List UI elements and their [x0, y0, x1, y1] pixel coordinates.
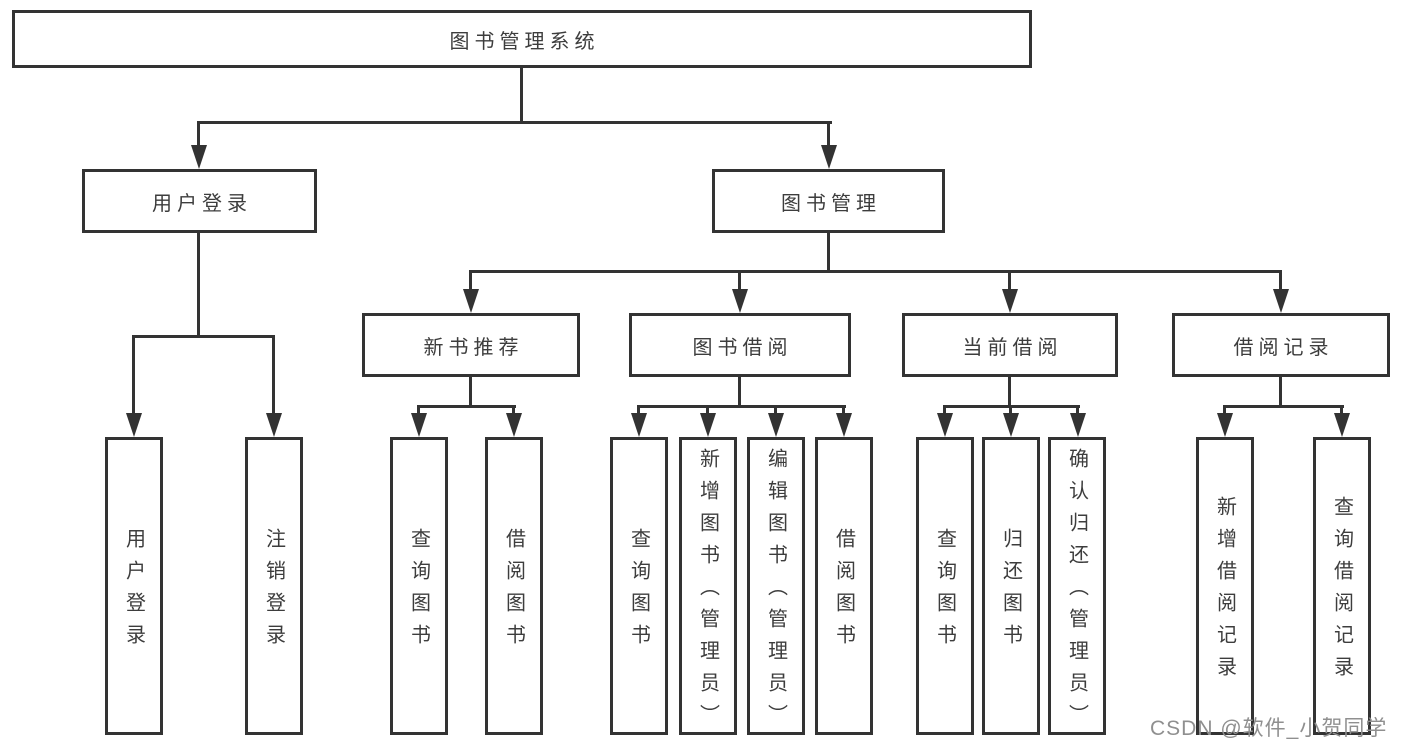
- leaf-borrowing-borrow: 借阅图书: [815, 437, 873, 735]
- leaf-current-return: 归还图书: [982, 437, 1040, 735]
- leaf-records-query-label: 查询借阅记录: [1330, 496, 1353, 688]
- connector-borrowing-stem: [738, 377, 741, 405]
- connector-line: [512, 405, 515, 415]
- node-borrow-records: 借阅记录: [1172, 313, 1390, 377]
- connector-records-stem: [1279, 377, 1282, 405]
- arrow-down-icon: [266, 413, 282, 437]
- connector-book-mgmt-branch: [469, 270, 1282, 273]
- connector-line: [1279, 270, 1282, 290]
- connector-new-books-branch: [417, 405, 516, 408]
- leaf-newbooks-query-label: 查询图书: [407, 528, 430, 656]
- node-book-mgmt-label: 图书管理: [781, 192, 881, 215]
- leaf-records-add: 新增借阅记录: [1196, 437, 1254, 735]
- arrow-down-icon: [631, 413, 647, 437]
- leaf-borrowing-add: 新增图书（管理员）: [679, 437, 737, 736]
- connector-line: [417, 405, 420, 415]
- connector-line: [469, 270, 472, 290]
- leaf-newbooks-borrow: 借阅图书: [485, 437, 543, 735]
- node-user-login-label: 用户登录: [152, 192, 252, 215]
- node-new-books-label: 新书推荐: [423, 336, 524, 359]
- arrow-down-icon: [126, 413, 142, 437]
- connector-line: [706, 405, 709, 415]
- arrow-down-icon: [411, 413, 427, 437]
- connector-line: [1008, 270, 1011, 290]
- leaf-current-return-label: 归还图书: [999, 528, 1022, 656]
- leaf-records-add-label: 新增借阅记录: [1213, 496, 1236, 688]
- connector-line: [272, 335, 275, 415]
- node-root-label: 图书管理系统: [449, 30, 600, 53]
- connector-user-login-branch: [132, 335, 275, 338]
- connector-borrowing-branch: [637, 405, 846, 408]
- node-root: 图书管理系统: [12, 10, 1032, 68]
- connector-line: [1340, 405, 1343, 415]
- connector-book-mgmt-stem: [827, 233, 830, 270]
- leaf-newbooks-borrow-label: 借阅图书: [502, 528, 525, 656]
- leaf-current-confirm-label: 确认归还（管理员）: [1065, 448, 1088, 736]
- connector-line: [774, 405, 777, 415]
- connector-line: [943, 405, 946, 415]
- leaf-current-query: 查询图书: [916, 437, 974, 735]
- arrow-down-icon: [768, 413, 784, 437]
- arrow-down-icon: [1217, 413, 1233, 437]
- arrow-down-icon: [191, 145, 207, 169]
- leaf-logout-label: 注销登录: [262, 528, 285, 656]
- leaf-borrowing-edit-label: 编辑图书（管理员）: [764, 448, 787, 736]
- connector-line: [827, 121, 830, 148]
- arrow-down-icon: [700, 413, 716, 437]
- leaf-borrowing-borrow-label: 借阅图书: [832, 528, 855, 656]
- watermark-text: CSDN @软件_小贺同学: [1150, 717, 1388, 740]
- node-current-borrow: 当前借阅: [902, 313, 1118, 377]
- leaf-user-login-label: 用户登录: [122, 528, 145, 656]
- connector-line: [738, 270, 741, 290]
- arrow-down-icon: [821, 145, 837, 169]
- leaf-borrowing-edit: 编辑图书（管理员）: [747, 437, 805, 736]
- connector-root-stem: [520, 68, 523, 121]
- connector-line: [132, 335, 135, 415]
- connector-current-stem: [1008, 377, 1011, 405]
- arrow-down-icon: [732, 289, 748, 313]
- connector-line: [1009, 405, 1012, 415]
- leaf-current-confirm: 确认归还（管理员）: [1048, 437, 1106, 736]
- leaf-borrowing-query: 查询图书: [610, 437, 668, 735]
- leaf-borrowing-query-label: 查询图书: [627, 528, 650, 656]
- connector-user-login-stem: [197, 233, 200, 335]
- arrow-down-icon: [1070, 413, 1086, 437]
- arrow-down-icon: [937, 413, 953, 437]
- connector-line: [637, 405, 640, 415]
- node-borrowing-label: 图书借阅: [692, 336, 793, 359]
- leaf-logout: 注销登录: [245, 437, 303, 735]
- arrow-down-icon: [463, 289, 479, 313]
- connector-line: [1223, 405, 1226, 415]
- connector-line: [1076, 405, 1079, 415]
- connector-line: [842, 405, 845, 415]
- arrow-down-icon: [1334, 413, 1350, 437]
- arrow-down-icon: [1002, 289, 1018, 313]
- connector-root-branch: [197, 121, 832, 124]
- node-new-books: 新书推荐: [362, 313, 580, 377]
- node-user-login: 用户登录: [82, 169, 317, 233]
- arrow-down-icon: [506, 413, 522, 437]
- leaf-newbooks-query: 查询图书: [390, 437, 448, 735]
- arrow-down-icon: [836, 413, 852, 437]
- arrow-down-icon: [1273, 289, 1289, 313]
- node-current-borrow-label: 当前借阅: [962, 336, 1063, 359]
- leaf-borrowing-add-label: 新增图书（管理员）: [696, 448, 719, 736]
- connector-line: [197, 121, 200, 148]
- connector-records-branch: [1223, 405, 1344, 408]
- connector-new-books-stem: [469, 377, 472, 405]
- node-borrow-records-label: 借阅记录: [1233, 336, 1334, 359]
- node-book-mgmt: 图书管理: [712, 169, 945, 233]
- leaf-current-query-label: 查询图书: [933, 528, 956, 656]
- leaf-records-query: 查询借阅记录: [1313, 437, 1371, 735]
- node-borrowing: 图书借阅: [629, 313, 851, 377]
- leaf-user-login: 用户登录: [105, 437, 163, 735]
- arrow-down-icon: [1003, 413, 1019, 437]
